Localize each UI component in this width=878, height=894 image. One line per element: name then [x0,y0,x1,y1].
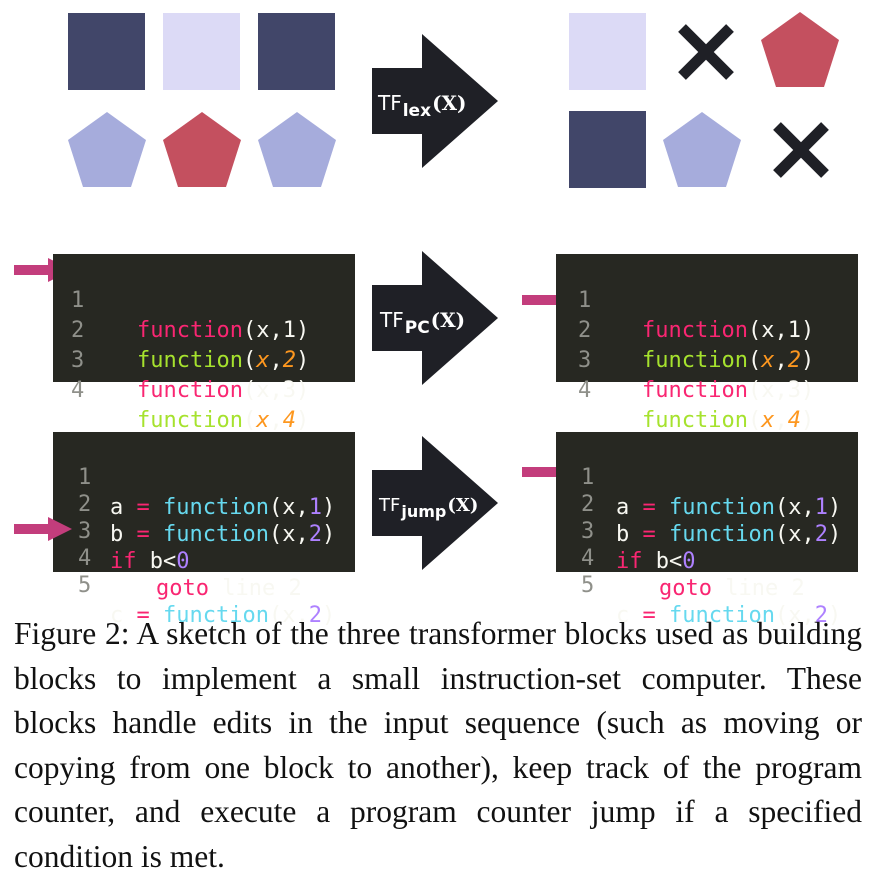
code-line: 1 a = function(x,1) [78,465,336,520]
navy-square [258,13,335,90]
lilac-square [163,13,240,90]
code-line: 4 function(x,4) [71,378,310,433]
pc-input-code: 1 function(x,1) 2 function(x,2) 3 functi… [53,254,355,433]
code-line: 2 function(x,2) [71,318,310,373]
periwinkle-pentagon [68,112,146,187]
pc-output-code: 1 function(x,1) 2 function(x,2) 3 functi… [556,254,858,433]
code-line: 4 goto line 2 [78,546,302,601]
code-line: 1 function(x,1) [71,288,310,343]
code-line: 3 if b<0 [581,519,696,574]
lex-arrow [372,34,498,168]
navy-square [569,111,646,188]
code-line: 1 a = function(x,1) [581,465,842,520]
crimson-pentagon [163,112,241,187]
code-line: 3 function(x,3) [71,348,310,403]
code-line: 1 function(x,1) [578,288,815,343]
crimson-pentagon [761,12,839,87]
jump-arrow-label: TFjump(X) [379,495,479,521]
code-line: 2 b = function(x,2) [78,492,336,547]
figure-caption: Figure 2: A sketch of the three transfor… [14,616,862,874]
code-line: 3 function(x,3) [578,348,815,403]
code-line: 4 function(x,4) [578,378,815,433]
periwinkle-pentagon [258,112,336,187]
lex-arrow-label: TFlex(X) [378,91,467,121]
code-line: 5 c = function(x,2) [581,573,842,628]
cross-icon [678,24,734,80]
code-line: 4 goto line 2 [581,546,805,601]
jump-output-code: 1 a = function(x,1) 2 b = function(x,2) … [556,432,858,628]
lilac-square [569,13,646,90]
cross-icon [773,122,829,178]
code-line: 2 b = function(x,2) [581,492,842,547]
periwinkle-pentagon [663,112,741,187]
jump-arrow [372,436,498,570]
pc-arrow-label: TFPC(X) [380,308,466,338]
jump-input-code: 1 a = function(x,1) 2 b = function(x,2) … [53,432,355,628]
code-line: 3 if b<0 [78,519,190,574]
navy-square [68,13,145,90]
code-line: 2 function(x,2) [578,318,815,373]
pointer-arrow [14,517,72,541]
pc-arrow [372,251,498,385]
code-line: 5 c = function(x,2) [78,573,336,628]
